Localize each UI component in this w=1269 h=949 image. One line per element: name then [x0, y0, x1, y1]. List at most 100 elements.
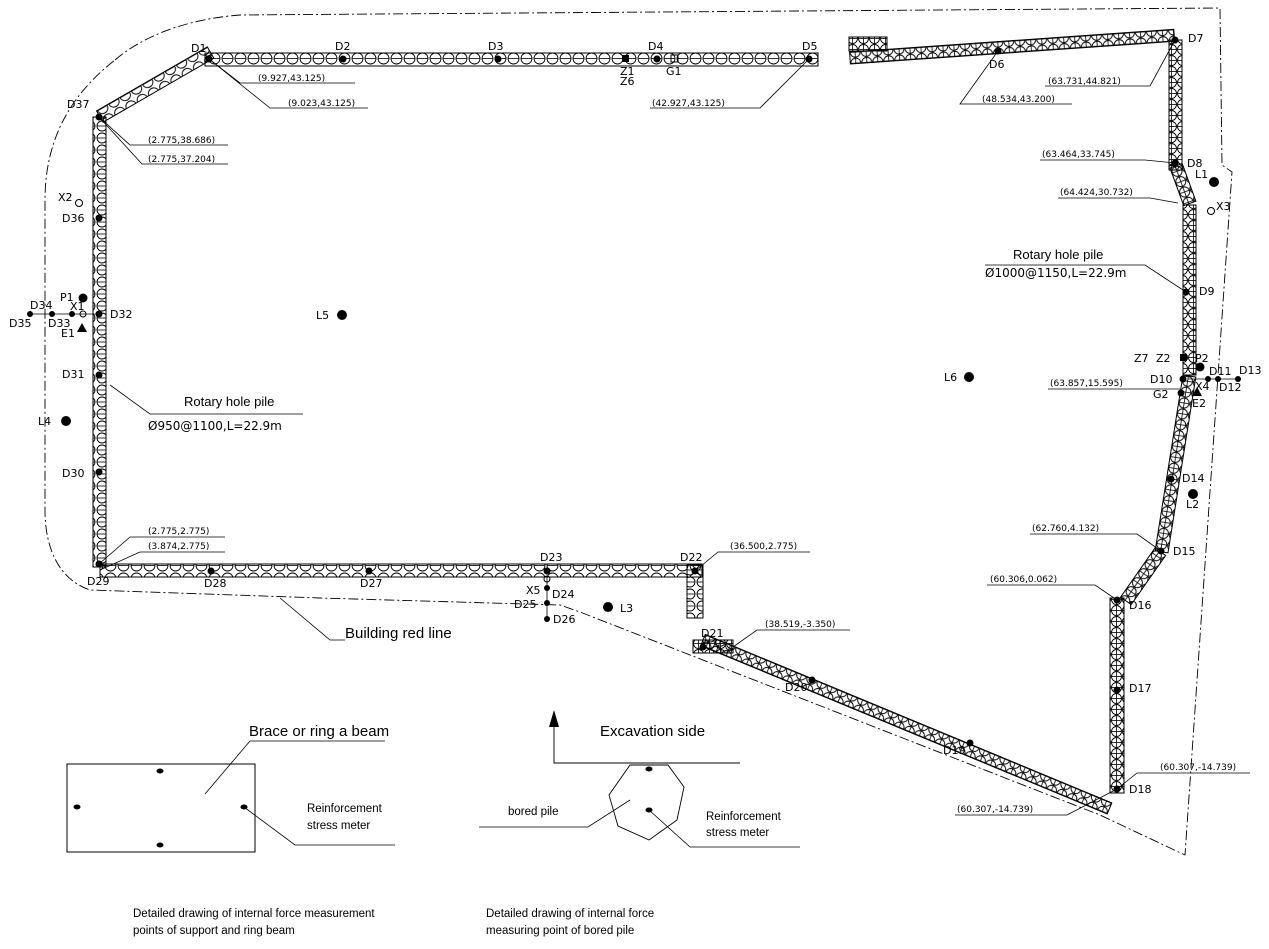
coord-c2: (9.023,43.125) — [288, 99, 355, 109]
dot-d3[interactable] — [494, 55, 502, 63]
brace-bar-top — [156, 768, 164, 774]
coord-c16: (38.519,-3.350) — [765, 620, 835, 630]
dot-d17[interactable] — [1113, 686, 1121, 694]
dot-l2[interactable] — [1188, 489, 1198, 499]
label-d14: D14 — [1182, 472, 1204, 485]
leader-red-line — [279, 597, 345, 641]
label-x3: X3 — [1216, 200, 1231, 213]
label-d12: D12 — [1219, 381, 1241, 394]
label-d34: D34 — [30, 299, 52, 312]
label-d18: D18 — [1129, 783, 1151, 796]
label-d6: D6 — [989, 58, 1004, 71]
label-g2: G2 — [1153, 388, 1169, 401]
label-d4: D4 — [648, 40, 663, 53]
pile-leader — [479, 799, 631, 828]
coord-c12: (60.306,0.062) — [990, 575, 1057, 585]
label-d29: D29 — [87, 575, 109, 588]
leader-pile-left — [109, 384, 303, 415]
excavation-arrow-line — [553, 725, 740, 764]
right-pile-wall-corner — [1119, 547, 1167, 606]
dot-d30[interactable] — [95, 468, 103, 476]
top-pile-wall — [204, 52, 819, 67]
dot-e2[interactable] — [1192, 387, 1202, 396]
label-x2: X2 — [58, 191, 73, 204]
label-d8: D8 — [1187, 157, 1202, 170]
coord-c13: (2.775,2.775) — [148, 527, 209, 537]
label-d27: D27 — [360, 577, 382, 590]
label-e1: E1 — [61, 327, 75, 340]
label-d33: D33 — [48, 317, 70, 330]
label-d1: D1 — [191, 42, 206, 55]
dot-l3[interactable] — [603, 602, 613, 612]
dot-d36[interactable] — [95, 214, 103, 222]
dot-g1[interactable] — [670, 54, 679, 63]
label-e2: E2 — [1192, 397, 1206, 410]
brace-label: Brace or ring a beam — [249, 723, 389, 740]
label-d24: D24 — [552, 588, 574, 601]
dot-d21[interactable] — [699, 643, 707, 651]
dot-x2[interactable] — [75, 199, 83, 207]
dot-d27[interactable] — [365, 567, 373, 575]
pile-left-spec: Ø950@1100,L=22.9m — [148, 419, 282, 433]
dot-p1[interactable] — [78, 293, 88, 303]
dot-d20[interactable] — [808, 676, 816, 684]
coord-c3: (42.927,43.125) — [652, 99, 725, 109]
dot-l4[interactable] — [61, 416, 71, 426]
dot-l6[interactable] — [964, 372, 974, 382]
reinf1-label-b: stress meter — [307, 820, 370, 832]
dot-d31[interactable] — [95, 371, 103, 379]
coord-c1: (9.927,43.125) — [258, 74, 325, 84]
top-right-pile-wall — [849, 28, 1176, 65]
dot-l5[interactable] — [337, 310, 347, 320]
dot-e1[interactable] — [77, 323, 87, 332]
detail-brace: Brace or ring a beam Reinforcement stres… — [66, 723, 395, 853]
label-d37: D37 — [67, 98, 89, 111]
label-d9: D9 — [1199, 285, 1214, 298]
label-x4: X4 — [1195, 380, 1210, 393]
coord-c5: (63.731,44.821) — [1048, 77, 1121, 87]
dot-d10[interactable] — [1179, 375, 1187, 383]
d22-pile-stub — [686, 564, 704, 619]
dot-d14[interactable] — [1167, 475, 1175, 483]
diagonal-pile-wall — [700, 633, 1113, 815]
reinf1-label-a: Reinforcement — [307, 803, 383, 815]
caption-1-line-2: points of support and ring beam — [133, 925, 295, 937]
leader-c16 — [732, 629, 850, 648]
pile-reinf-leader — [648, 809, 800, 848]
coord-c18: (60.307,-14.739) — [957, 805, 1033, 815]
building-red-line-label: Building red line — [345, 625, 452, 642]
excavation-label: Excavation side — [600, 723, 705, 740]
label-p2: P2 — [1195, 352, 1209, 365]
dot-p2[interactable] — [1195, 362, 1205, 372]
coord-c7: (2.775,37.204) — [148, 155, 215, 165]
label-l6: L6 — [944, 371, 957, 384]
dot-g2[interactable] — [1177, 389, 1185, 397]
top-right-stub — [848, 36, 888, 52]
dot-l1[interactable] — [1209, 177, 1219, 187]
bored-pile-section — [608, 764, 685, 841]
caption-2-line-1: Detailed drawing of internal force — [486, 908, 654, 920]
coord-c8: (63.464,33.745) — [1042, 150, 1115, 160]
dot-d2[interactable] — [339, 55, 347, 63]
leader-c14 — [99, 551, 225, 571]
dot-z7[interactable] — [1180, 354, 1187, 361]
bottom-pile-wall — [99, 563, 703, 578]
dot-x3[interactable] — [1207, 207, 1215, 215]
right-pile-wall-upper — [1168, 39, 1183, 171]
detail-bored-pile: Excavation side bored pile Reinforcement… — [479, 710, 800, 848]
label-d22: D22 — [680, 551, 702, 564]
dot-d23[interactable] — [543, 567, 551, 575]
dot-z1[interactable] — [622, 55, 629, 62]
label-p1: P1 — [60, 291, 74, 304]
coord-c4: (48.534,43.200) — [982, 95, 1055, 105]
label-d31: D31 — [62, 368, 84, 381]
dot-d4[interactable] — [653, 55, 661, 63]
dot-d19[interactable] — [966, 739, 974, 747]
leader-c9 — [1058, 197, 1179, 204]
left-pile-wall — [92, 116, 107, 568]
label-d13: D13 — [1239, 364, 1261, 377]
right-pile-wall-lower — [1154, 374, 1197, 554]
coordinates: (9.927,43.125) (9.023,43.125) (42.927,43… — [148, 74, 1236, 815]
dot-d28[interactable] — [207, 567, 215, 575]
label-d17: D17 — [1129, 682, 1151, 695]
